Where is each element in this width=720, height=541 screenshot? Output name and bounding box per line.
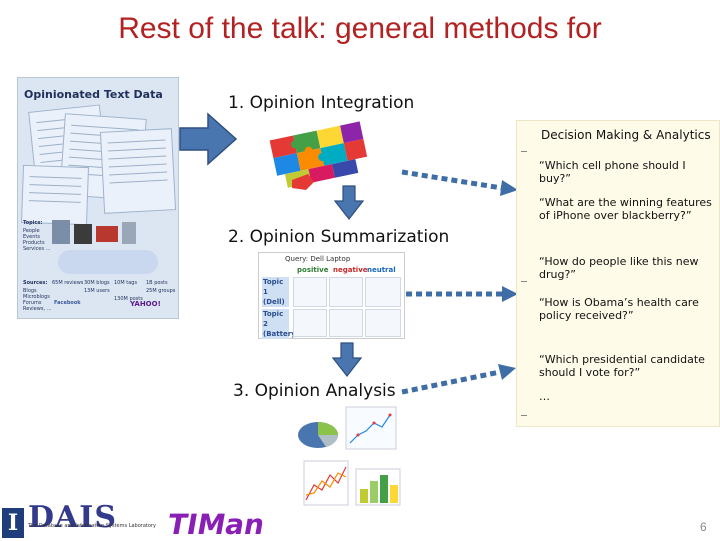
source-stat: 30M blogs <box>84 280 110 286</box>
document-image <box>21 164 89 226</box>
left-panel-title: Opinionated Text Data <box>24 88 163 101</box>
person-photo <box>52 220 70 244</box>
summary-query: Query: Dell Laptop <box>285 255 351 263</box>
topics-items: People Events Products Services ... <box>23 228 51 252</box>
summary-cell <box>293 277 327 307</box>
university-logo: I <box>2 508 24 538</box>
source-stat: 10M tags <box>114 280 138 286</box>
page-number: 6 <box>700 520 707 534</box>
opinion-summary-table: Query: Dell Laptop positive negative neu… <box>258 252 405 339</box>
dais-subtitle: The Database and Information Systems Lab… <box>28 523 156 529</box>
question-item: “How is Obama’s health care policy recei… <box>539 296 699 322</box>
decision-making-panel: Decision Making & Analytics “Which cell … <box>516 120 720 427</box>
question-item: “What are the winning features of iPhone… <box>539 196 712 222</box>
source-stat: 65M reviews <box>52 280 84 286</box>
yahoo-logo: YAHOO! <box>130 300 161 308</box>
summary-topic: Topic 1 (Dell) <box>262 277 289 307</box>
product-photo <box>122 222 136 244</box>
question-item: “Which cell phone should I buy?” <box>539 159 686 185</box>
topics-label: Topics: <box>23 220 43 226</box>
summary-cell <box>293 309 327 337</box>
car-photo <box>96 226 118 242</box>
bullet-mark <box>521 415 527 416</box>
summary-cell <box>329 277 363 307</box>
people-network-graphic <box>58 250 158 274</box>
slide-title: Rest of the talk: general methods for <box>118 12 602 45</box>
analysis-charts-image <box>298 406 401 506</box>
puzzle-image <box>262 118 384 194</box>
sources-items: Blogs Microblogs Forums Reviews, ... <box>23 288 52 312</box>
question-ellipsis: … <box>539 390 550 403</box>
sources-label: Sources: <box>23 280 48 286</box>
summary-header-negative: negative <box>333 266 368 274</box>
summary-cell <box>365 277 401 307</box>
bullet-mark <box>521 151 527 152</box>
source-stat: 1B posts <box>146 280 168 286</box>
source-stat: 25M groups <box>146 288 176 294</box>
decision-panel-title: Decision Making & Analytics <box>541 128 711 142</box>
source-stat: 13M users <box>84 288 110 294</box>
phone-photo <box>74 224 92 244</box>
opinionated-text-data-panel: Opinionated Text Data Topics: People Eve… <box>17 77 179 319</box>
question-item: “Which presidential candidate should I v… <box>539 353 705 379</box>
dais-logo: DAIS <box>28 500 117 535</box>
summary-header-neutral: neutral <box>367 266 396 274</box>
summary-cell <box>329 309 363 337</box>
dashed-arrows <box>401 169 518 395</box>
bullet-mark <box>521 281 527 282</box>
document-image <box>99 128 177 214</box>
source-stat: 130M posts <box>114 296 143 302</box>
summary-header-positive: positive <box>297 266 329 274</box>
facebook-logo: Facebook <box>54 300 81 306</box>
down-arrow <box>334 185 364 220</box>
timan-logo: TIMan <box>165 508 268 541</box>
down-arrow <box>332 342 362 377</box>
summary-cell <box>365 309 401 337</box>
step-opinion-integration: 1. Opinion Integration <box>228 93 415 113</box>
summary-topic: Topic 2 (Battery) <box>262 309 299 339</box>
step-opinion-analysis: 3. Opinion Analysis <box>233 381 396 401</box>
right-arrow <box>179 112 238 166</box>
step-opinion-summarization: 2. Opinion Summarization <box>228 227 450 247</box>
question-item: “How do people like this new drug?” <box>539 255 699 281</box>
